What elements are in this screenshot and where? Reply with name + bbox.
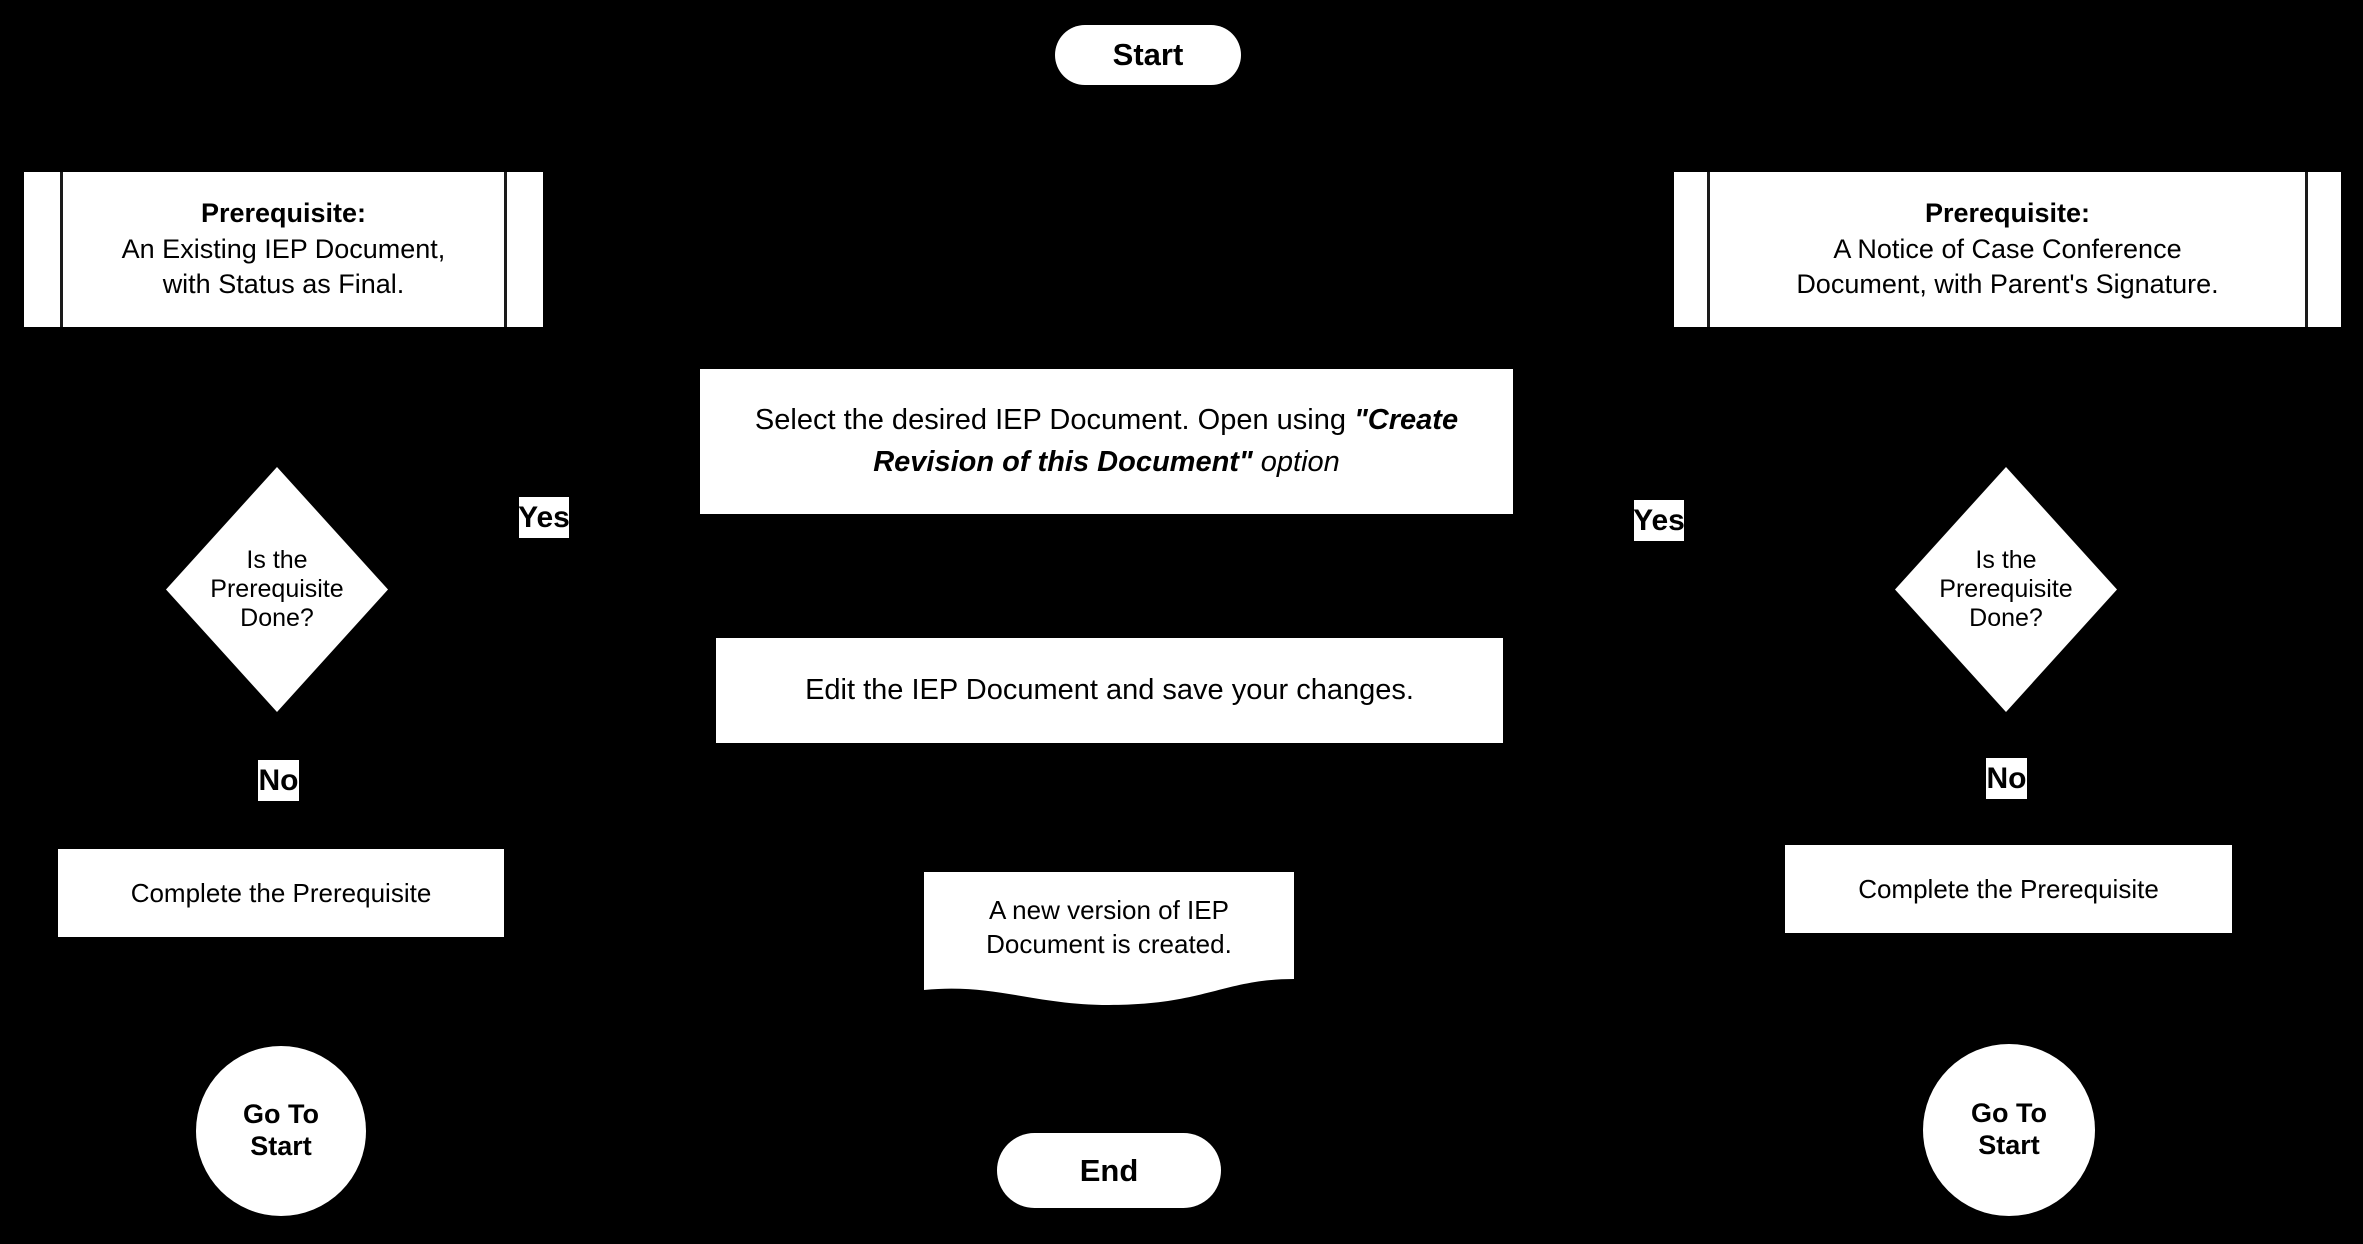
predef-right-bar-right — [2305, 172, 2308, 327]
node-edit-document-label: Edit the IEP Document and save your chan… — [805, 674, 1414, 706]
edge-label-right-no: No — [1986, 758, 2027, 799]
select-document-part3: option — [1252, 445, 1340, 478]
edge-label-right-yes-text: Yes — [1633, 503, 1685, 537]
decision-left-line3: Done? — [240, 604, 314, 632]
node-decision-right[interactable]: Is the Prerequisite Done? — [1895, 467, 2117, 712]
decision-left-line1: Is the — [246, 546, 308, 574]
prerequisite-left-line2: with Status as Final. — [162, 269, 405, 300]
decision-left-line2: Prerequisite — [210, 575, 344, 603]
node-end[interactable]: End — [997, 1133, 1221, 1208]
edge-label-left-yes-text: Yes — [518, 500, 570, 534]
node-prerequisite-left[interactable]: Prerequisite: An Existing IEP Document, … — [24, 172, 543, 327]
node-select-document[interactable]: Select the desired IEP Document. Open us… — [700, 369, 1513, 514]
predef-left-bar-right — [504, 172, 507, 327]
edge-label-left-no-text: No — [258, 763, 299, 797]
decision-right-line3: Done? — [1969, 604, 2043, 632]
node-start[interactable]: Start — [1055, 25, 1241, 85]
node-goto-start-right[interactable]: Go To Start — [1923, 1044, 2095, 1216]
predef-left-bar-left — [60, 172, 63, 327]
node-decision-left[interactable]: Is the Prerequisite Done? — [166, 467, 388, 712]
document-shape-icon — [924, 872, 1294, 1005]
node-decision-right-text: Is the Prerequisite Done? — [1895, 467, 2117, 712]
node-decision-left-text: Is the Prerequisite Done? — [166, 467, 388, 712]
edge-label-right-no-text: No — [1986, 761, 2027, 795]
prerequisite-left-heading: Prerequisite: — [200, 197, 367, 228]
new-version-line1: A new version of IEP — [989, 895, 1229, 925]
prerequisite-left-line1: An Existing IEP Document, — [121, 233, 446, 264]
goto-start-left-line2: Start — [250, 1131, 312, 1161]
node-prerequisite-left-body: Prerequisite: An Existing IEP Document, … — [64, 172, 503, 327]
prerequisite-right-heading: Prerequisite: — [1924, 197, 2091, 228]
decision-right-line2: Prerequisite — [1939, 575, 2073, 603]
node-edit-document[interactable]: Edit the IEP Document and save your chan… — [716, 638, 1503, 743]
select-document-part2: "Create Revision of this Document" — [873, 404, 1459, 478]
node-complete-prerequisite-right[interactable]: Complete the Prerequisite — [1785, 845, 2232, 933]
node-start-label: Start — [1112, 37, 1184, 72]
node-new-version-text: A new version of IEP Document is created… — [924, 894, 1294, 962]
diamond-shape-icon — [1895, 467, 2117, 712]
node-goto-start-left[interactable]: Go To Start — [196, 1046, 366, 1216]
edge-label-right-yes: Yes — [1633, 500, 1685, 541]
node-end-label: End — [1079, 1152, 1139, 1188]
new-version-line2: Document is created. — [986, 928, 1232, 959]
node-new-version-document[interactable]: A new version of IEP Document is created… — [924, 872, 1294, 1012]
node-goto-start-right-label: Go To Start — [1923, 1098, 2095, 1162]
prerequisite-right-line2: Document, with Parent's Signature. — [1796, 269, 2219, 300]
node-complete-prerequisite-right-label: Complete the Prerequisite — [1858, 873, 2159, 904]
edge-label-left-yes: Yes — [518, 497, 570, 538]
node-prerequisite-right[interactable]: Prerequisite: A Notice of Case Conferenc… — [1674, 172, 2341, 327]
prerequisite-right-line1: A Notice of Case Conference — [1833, 233, 2182, 264]
select-document-part1: Select the desired IEP Document. Open us… — [754, 404, 1355, 437]
decision-right-line1: Is the — [1975, 546, 2037, 574]
diamond-shape-icon — [166, 467, 388, 712]
goto-start-right-line2: Start — [1978, 1130, 2040, 1160]
node-select-document-label: Select the desired IEP Document. Open us… — [700, 400, 1513, 482]
predef-right-bar-left — [1707, 172, 1710, 327]
edge-label-left-no: No — [258, 760, 299, 801]
node-goto-start-left-label: Go To Start — [196, 1099, 366, 1163]
node-complete-prerequisite-left-label: Complete the Prerequisite — [130, 877, 432, 908]
goto-start-right-line1: Go To — [1971, 1098, 2047, 1129]
goto-start-left-line1: Go To — [243, 1099, 319, 1130]
node-prerequisite-right-body: Prerequisite: A Notice of Case Conferenc… — [1711, 172, 2304, 327]
node-complete-prerequisite-left[interactable]: Complete the Prerequisite — [58, 849, 504, 937]
